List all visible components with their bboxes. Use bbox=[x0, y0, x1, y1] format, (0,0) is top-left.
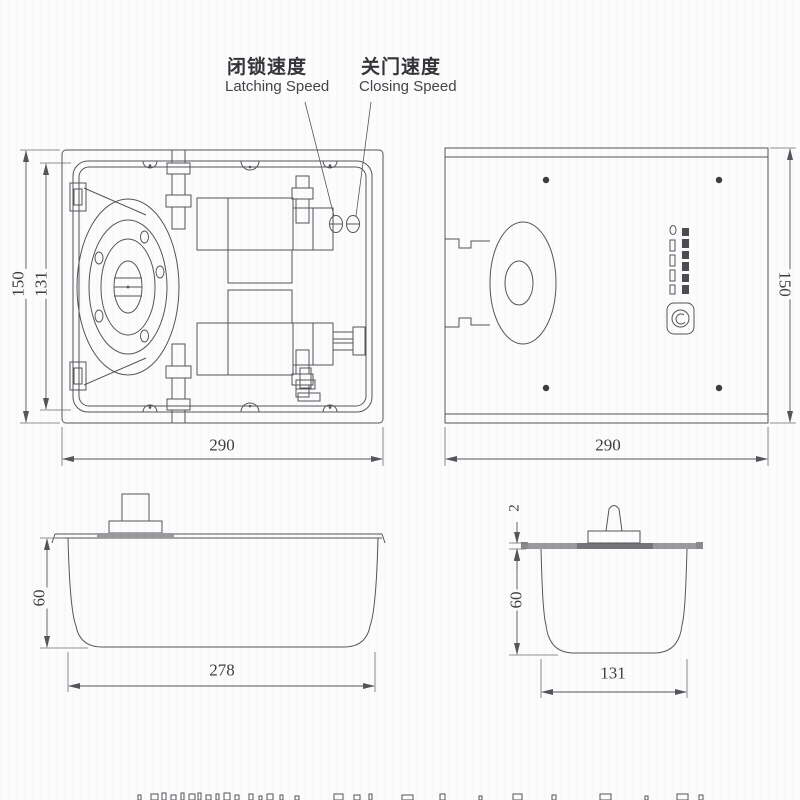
dim-height-cover: 150 bbox=[775, 269, 795, 299]
bolt-column-right bbox=[291, 175, 314, 398]
latching-speed-label-en: Latching Speed bbox=[225, 78, 330, 95]
spindle-front bbox=[97, 493, 174, 538]
dim-height-front: 60 bbox=[29, 587, 49, 609]
anchor-bracket bbox=[69, 182, 147, 391]
dim-plate-thickness-end: 2 bbox=[506, 502, 523, 514]
callout-leader-lines bbox=[304, 101, 372, 217]
brand-marking bbox=[666, 225, 695, 335]
piston-rails bbox=[196, 197, 294, 376]
dim-inner-height-mechanism: 131 bbox=[31, 269, 51, 299]
closing-speed-label-zh: 关门速度 bbox=[361, 57, 442, 78]
dim-outer-height-mechanism: 150 bbox=[8, 269, 28, 299]
clipped-footer-text bbox=[137, 792, 704, 800]
dim-width-front: 278 bbox=[207, 660, 237, 680]
mounting-tabs bbox=[142, 160, 338, 413]
dim-height-end: 60 bbox=[506, 589, 526, 611]
closing-speed-label-en: Closing Speed bbox=[359, 78, 457, 95]
bolt-column-left bbox=[165, 149, 192, 424]
latching-speed-label-zh: 闭锁速度 bbox=[227, 57, 308, 78]
spindle-end bbox=[587, 505, 641, 544]
plan-mechanism-view bbox=[61, 149, 384, 424]
plan-cover-view bbox=[444, 147, 769, 424]
closing-speed-screw bbox=[346, 215, 360, 233]
latching-speed-screw bbox=[329, 215, 343, 233]
cover-screws bbox=[542, 176, 723, 392]
spindle-keyhole-cutout bbox=[445, 221, 557, 345]
dim-width-mechanism: 290 bbox=[207, 435, 237, 455]
dim-width-cover: 290 bbox=[593, 435, 623, 455]
spindle-assembly bbox=[76, 198, 180, 376]
end-elevation-view bbox=[521, 505, 703, 654]
front-elevation-view bbox=[51, 493, 386, 648]
dim-width-end: 131 bbox=[598, 663, 628, 683]
valve-blocks bbox=[292, 207, 366, 402]
